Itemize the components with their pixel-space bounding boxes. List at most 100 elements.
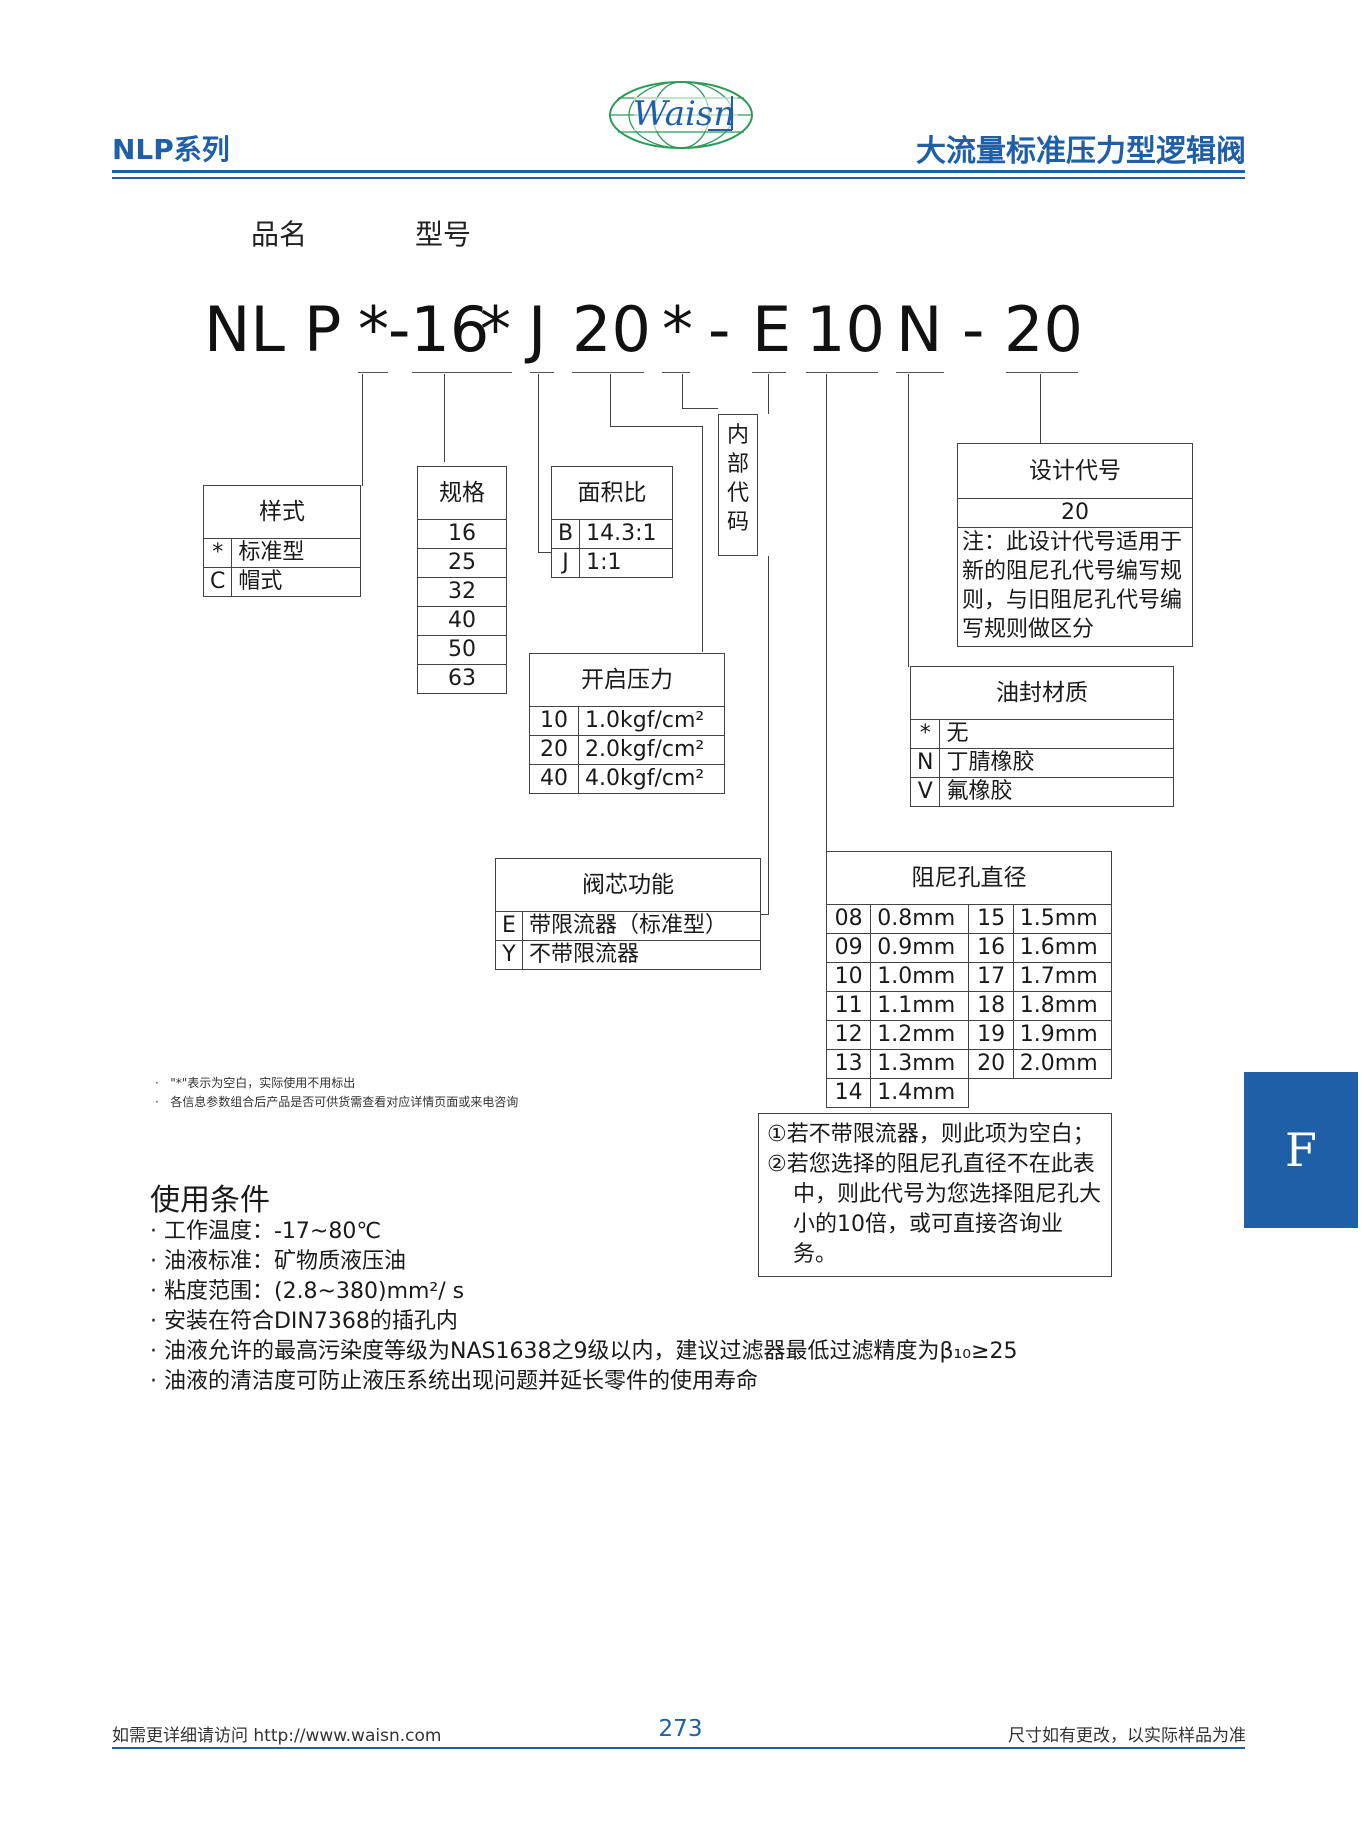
table-cell: V: [909, 777, 941, 807]
orifice-note-line: ②若您选择的阻尼孔直径不在此表: [767, 1152, 1095, 1177]
table-cell: *: [202, 538, 233, 568]
table-row: 32: [417, 577, 507, 607]
code-star2: *: [480, 293, 511, 366]
area-ratio-title: 面积比: [551, 466, 673, 520]
orifice-note-line: ①若不带限流器，则此项为空白；: [767, 1122, 1095, 1147]
internal-code-char: 部: [726, 452, 749, 477]
internal-code-char: 内: [726, 423, 749, 448]
table-cell: 09: [825, 933, 872, 963]
style-table-title: 样式: [203, 485, 361, 539]
table-cell: 带限流器（标准型）: [522, 911, 761, 941]
orifice-diameter-title: 阻尼孔直径: [826, 851, 1112, 905]
table-cell: 14.3:1: [579, 519, 673, 549]
code-design: 20: [1004, 293, 1083, 366]
table-cell: 1.1mm: [870, 991, 970, 1021]
table-cell: J: [550, 548, 581, 578]
table-row: 25: [417, 548, 507, 578]
table-row: 40: [417, 606, 507, 636]
footnote-text: 各信息参数组合后产品是否可供货需查看对应详情页面或来电咨询: [170, 1095, 519, 1109]
footer-website: 如需更详细请访问 http://www.waisn.com: [112, 1726, 442, 1746]
page-number: 273: [658, 1716, 703, 1742]
code-spool: E: [752, 293, 792, 366]
table-row: 16: [417, 519, 507, 549]
section-tab-f: F: [1244, 1072, 1358, 1228]
design-code-box: 设计代号 20 注：此设计代号适用于 新的阻尼孔代号编写规 则，与旧阻尼孔代号编…: [957, 443, 1193, 647]
table-cell: 标准型: [231, 538, 361, 568]
table-cell: 12: [825, 1020, 872, 1050]
table-cell: 无: [939, 719, 1174, 749]
svg-text:Waisn: Waisn: [633, 94, 735, 134]
table-cell: 16: [417, 519, 507, 549]
table-row: 50: [417, 635, 507, 665]
code-pressure: 20: [572, 293, 651, 366]
footer-disclaimer: 尺寸如有更改，以实际样品为准: [1008, 1726, 1246, 1746]
table-cell: 32: [417, 577, 507, 607]
header-rule-thin: [112, 177, 1245, 179]
table-row: *标准型: [202, 538, 361, 568]
page-title: 大流量标准压力型逻辑阀: [916, 134, 1246, 169]
table-cell: 14: [825, 1078, 872, 1108]
size-table: 规格 16 25 32 40 50 63: [417, 466, 507, 694]
table-cell: 1.8mm: [1012, 991, 1113, 1021]
table-cell: 1.3mm: [870, 1049, 970, 1079]
code-internal: *: [662, 293, 693, 366]
footnote-text: "*"表示为空白，实际使用不用标出: [170, 1076, 356, 1090]
waisn-logo: Waisn: [609, 81, 753, 149]
footer-rule: [112, 1747, 1245, 1749]
table-cell: 1.0kgf/cm²: [578, 706, 725, 736]
condition-item: · 工作温度：-17~80℃: [150, 1219, 382, 1244]
code-size: -16: [388, 293, 490, 366]
table-cell: 40: [417, 606, 507, 636]
table-cell: 1.6mm: [1012, 933, 1113, 963]
table-cell: 1.2mm: [870, 1020, 970, 1050]
footnote: · "*"表示为空白，实际使用不用标出: [155, 1076, 356, 1090]
table-cell: 11: [825, 991, 872, 1021]
code-p: P: [304, 293, 342, 366]
table-row: 63: [417, 664, 507, 694]
orifice-note-line: 小的10倍，或可直接咨询业务。: [793, 1212, 1063, 1267]
table-cell: 丁腈橡胶: [939, 748, 1174, 778]
design-note-line: 新的阻尼孔代号编写规: [962, 559, 1183, 584]
table-cell: 帽式: [231, 567, 361, 597]
seal-material-title: 油封材质: [910, 666, 1174, 720]
table-cell: 20: [968, 1049, 1014, 1079]
model-label: 型号: [415, 218, 472, 251]
condition-item: · 粘度范围：(2.8~380)mm²/ s: [150, 1279, 465, 1304]
design-code-value: 20: [958, 499, 1192, 528]
table-cell: 10: [825, 962, 872, 992]
table-cell: 50: [417, 635, 507, 665]
code-area: J: [528, 293, 547, 366]
condition-item: · 油液允许的最高污染度等级为NAS1638之9级以内，建议过滤器最低过滤精度为…: [150, 1339, 1018, 1364]
table-cell: 08: [825, 904, 872, 934]
table-cell: 不带限流器: [522, 940, 761, 970]
condition-item: · 油液标准：矿物质液压油: [150, 1249, 406, 1274]
code-orifice: 10: [806, 293, 885, 366]
table-cell: 13: [825, 1049, 872, 1079]
internal-code-char: 码: [726, 510, 749, 535]
table-cell: 20: [529, 735, 579, 765]
conditions-title: 使用条件: [150, 1183, 270, 1218]
table-cell: 25: [417, 548, 507, 578]
code-nl: NL: [204, 293, 285, 366]
table-cell: [969, 1079, 1013, 1108]
design-code-title: 设计代号: [958, 444, 1192, 499]
design-note-line: 注：此设计代号适用于: [962, 530, 1183, 555]
table-cell: 2.0mm: [1012, 1049, 1113, 1079]
table-cell: 0.8mm: [870, 904, 970, 934]
